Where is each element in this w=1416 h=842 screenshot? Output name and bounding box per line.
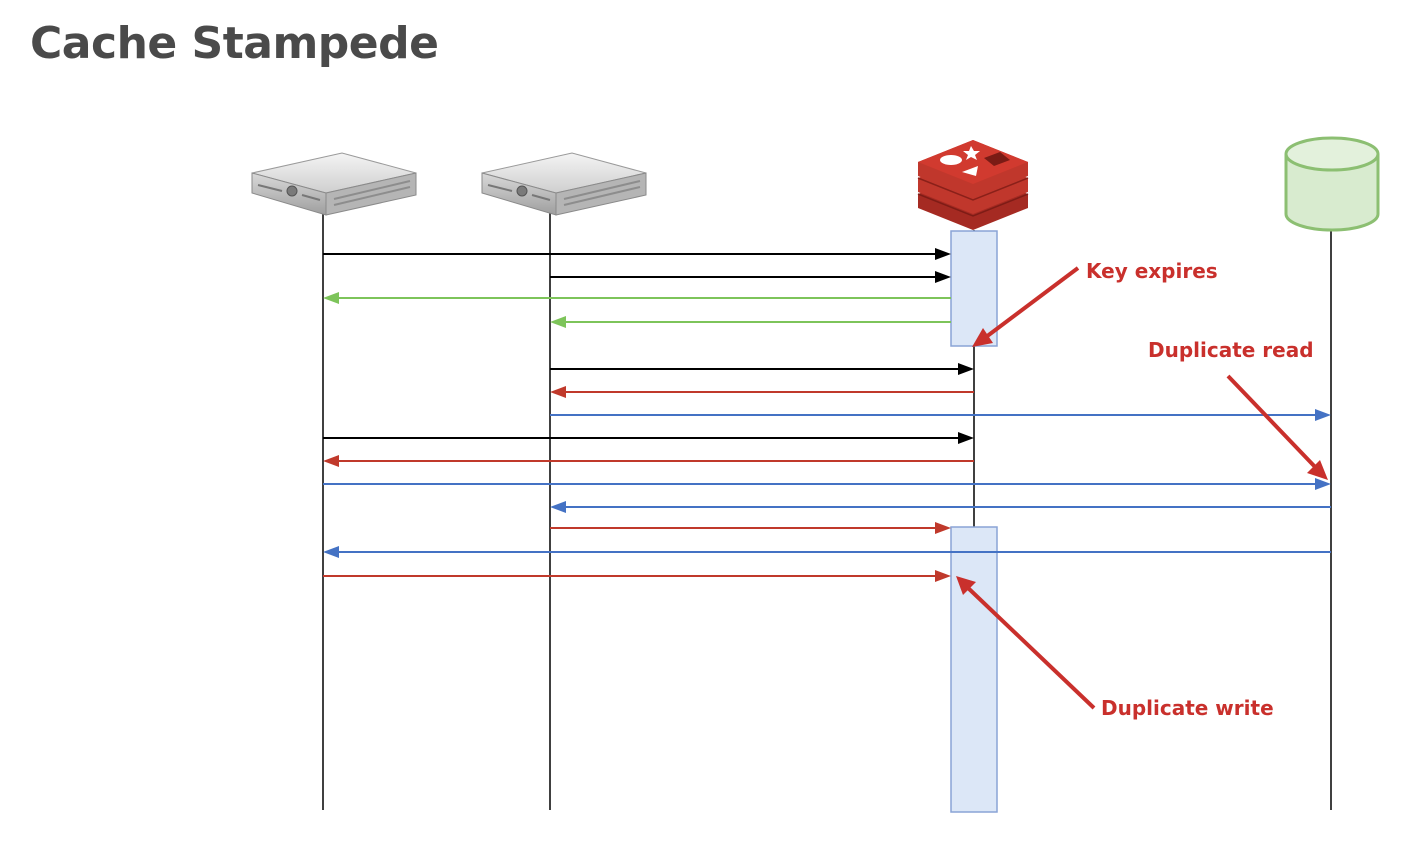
message-arrowhead — [1315, 409, 1331, 421]
cache-activation-1 — [950, 230, 998, 347]
annotation-duplicate-write: Duplicate write — [956, 576, 1274, 720]
message-arrowhead — [1315, 478, 1331, 490]
annotation-arrowhead — [1307, 460, 1328, 480]
message-arrow — [323, 546, 1331, 558]
message-arrowhead — [935, 570, 951, 582]
message-arrow — [323, 570, 951, 582]
message-arrow — [323, 292, 951, 304]
message-arrow — [550, 386, 974, 398]
message-arrow — [323, 455, 974, 467]
message-arrowhead — [958, 432, 974, 444]
message-arrow — [323, 478, 1331, 490]
message-arrow — [323, 432, 974, 444]
annotation-duplicate-read: Duplicate read — [1148, 338, 1328, 480]
annotation-duplicate-write-label: Duplicate write — [1101, 696, 1274, 720]
message-arrow — [550, 409, 1331, 421]
message-arrowhead — [935, 248, 951, 260]
page-title: Cache Stampede — [30, 18, 439, 69]
annotation-arrow — [964, 584, 1096, 710]
message-arrowhead — [935, 522, 951, 534]
message-arrowhead — [958, 363, 974, 375]
message-arrowhead — [935, 271, 951, 283]
database-cylinder-icon — [1284, 136, 1380, 232]
server-icon — [481, 152, 647, 216]
message-arrowhead — [323, 546, 339, 558]
redis-icon — [917, 140, 1029, 230]
annotation-key-expires: Key expires — [972, 259, 1218, 347]
annotation-arrowhead — [972, 328, 993, 347]
message-arrow — [550, 522, 951, 534]
annotation-key-expires-label: Key expires — [1086, 259, 1218, 283]
annotation-arrowhead — [956, 576, 976, 595]
message-arrow — [550, 363, 974, 375]
message-arrowhead — [550, 386, 566, 398]
message-arrowhead — [550, 316, 566, 328]
message-arrow — [550, 271, 951, 283]
message-arrow — [550, 501, 1331, 513]
message-arrowhead — [323, 292, 339, 304]
messages-group — [323, 248, 1331, 582]
server-icon — [251, 152, 417, 216]
annotation-duplicate-read-label: Duplicate read — [1148, 338, 1314, 362]
annotation-arrow — [1226, 374, 1320, 472]
message-arrow — [323, 248, 951, 260]
message-arrow — [550, 316, 951, 328]
message-arrowhead — [550, 501, 566, 513]
cache-activation-2 — [950, 526, 998, 813]
message-arrowhead — [323, 455, 339, 467]
annotation-arrow — [980, 266, 1080, 342]
